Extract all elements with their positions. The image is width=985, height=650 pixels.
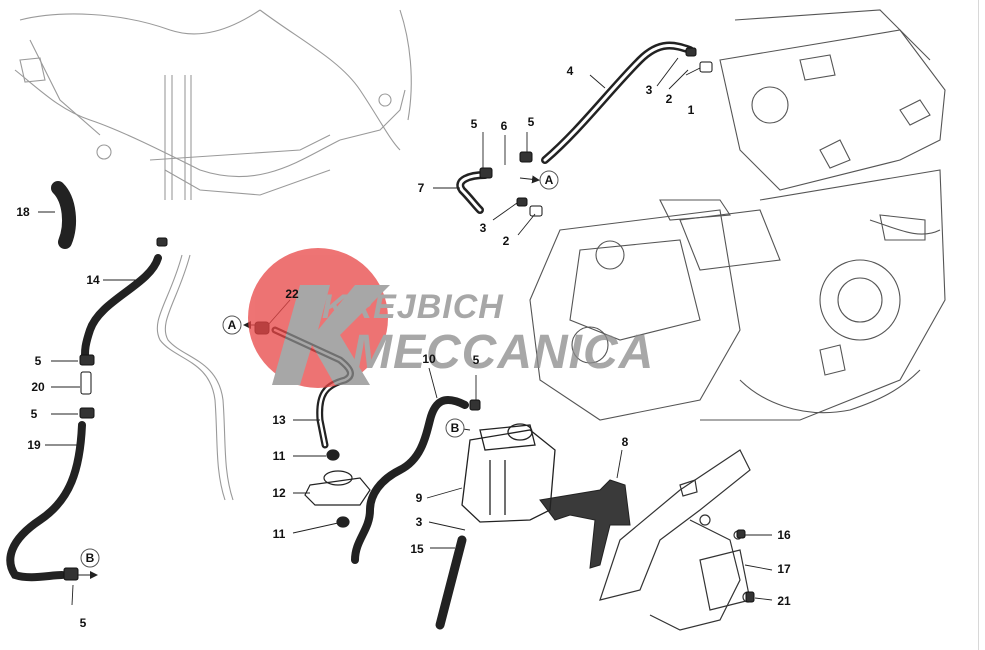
callout-9: 9 [416, 491, 423, 505]
svg-text:A: A [228, 318, 237, 332]
callout-22: 22 [285, 287, 299, 301]
marker-b-bottom: B [80, 548, 100, 568]
svg-text:A: A [545, 173, 554, 187]
right-edge-rule [978, 0, 979, 650]
callout-3: 3 [416, 515, 423, 529]
callout-21: 21 [777, 594, 791, 608]
callout-5: 5 [471, 117, 478, 131]
bracket-8 [539, 479, 631, 569]
callout-1: 1 [688, 103, 695, 117]
hoses [6, 41, 694, 630]
callout-4: 4 [567, 64, 574, 78]
frame-sketch [14, 9, 412, 196]
svg-text:B: B [86, 551, 95, 565]
callout-6: 6 [501, 119, 508, 133]
callout-11: 11 [273, 449, 286, 463]
thermostat-valve [304, 449, 371, 528]
callout-20: 20 [31, 380, 45, 394]
callout-15: 15 [410, 542, 424, 556]
callout-14: 14 [86, 273, 100, 287]
callout-18: 18 [16, 205, 30, 219]
callout-16: 16 [777, 528, 791, 542]
callout-5: 5 [473, 353, 480, 367]
callout-13: 13 [272, 413, 286, 427]
callout-17: 17 [777, 562, 791, 576]
callout-2: 2 [503, 234, 510, 248]
callout-5: 5 [35, 354, 42, 368]
callout-5: 5 [31, 407, 38, 421]
svg-text:B: B [451, 421, 460, 435]
callout-3: 3 [646, 83, 653, 97]
cable-sketch [156, 75, 234, 501]
callout-7: 7 [418, 181, 425, 195]
callout-12: 12 [272, 486, 286, 500]
callout-2: 2 [666, 92, 673, 106]
expansion-tank [461, 423, 556, 523]
watermark-line2: MECCANICA [352, 326, 654, 379]
callout-8: 8 [622, 435, 629, 449]
watermark-k-mark [272, 285, 390, 385]
marker-a-right: A [539, 170, 559, 190]
engine-sketch [529, 9, 946, 421]
marker-b-tank: B [445, 418, 465, 438]
watermark-logo: KREJBICH MECCANICA [248, 248, 654, 388]
callout-10: 10 [422, 352, 436, 366]
bracket-sketch [599, 449, 754, 631]
marker-a-left: A [222, 315, 242, 335]
callouts: 1 2 3 4 5 6 5 7 3 2 18 14 22 5 20 5 19 1… [16, 64, 791, 630]
fittings [63, 47, 755, 603]
callout-11: 11 [273, 527, 286, 541]
callout-3: 3 [480, 221, 487, 235]
callout-5: 5 [80, 616, 87, 630]
callout-5: 5 [528, 115, 535, 129]
callout-19: 19 [27, 438, 41, 452]
